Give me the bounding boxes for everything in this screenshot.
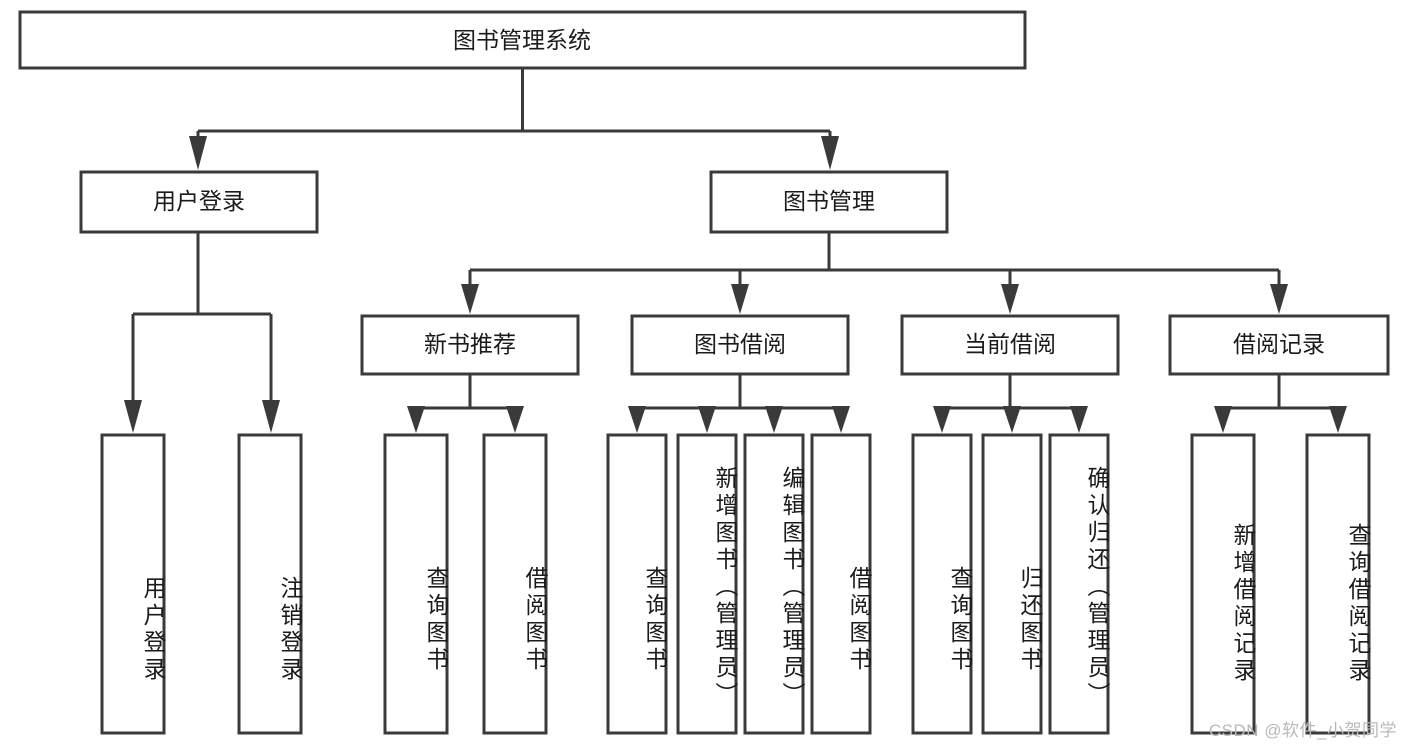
node-book-manage[interactable]: 图书管理 bbox=[709, 170, 949, 234]
arrow-head-leaf-query-book-3 bbox=[933, 406, 951, 433]
node-book-manage-rect[interactable] bbox=[709, 170, 949, 234]
node-book-borrow[interactable]: 图书借阅 bbox=[630, 314, 850, 376]
node-book-borrow-label: 图书借阅 bbox=[694, 331, 786, 357]
node-current-borrow[interactable]: 当前借阅 bbox=[900, 314, 1120, 376]
node-leaf-confirm-return-rect[interactable] bbox=[1048, 433, 1110, 735]
node-book-manage-label: 图书管理 bbox=[783, 188, 875, 214]
node-borrow-record-rect[interactable] bbox=[1168, 314, 1390, 376]
arrow-head-leaf-query-book-2 bbox=[628, 406, 646, 433]
arrow-head-leaf-query-record bbox=[1329, 406, 1347, 433]
arrow-head-leaf-add-record bbox=[1214, 406, 1232, 433]
node-leaf-add-record-rect[interactable] bbox=[1190, 433, 1256, 735]
node-new-book-recommend[interactable]: 新书推荐 bbox=[360, 314, 580, 376]
node-root-rect[interactable] bbox=[18, 10, 1027, 70]
node-leaf-logout-rect[interactable] bbox=[237, 433, 303, 735]
arrow-head-leaf-logout bbox=[262, 400, 280, 433]
node-leaf-query-book-3-rect[interactable] bbox=[911, 433, 973, 735]
node-leaf-add-book-rect[interactable] bbox=[676, 433, 738, 735]
node-book-borrow-rect[interactable] bbox=[630, 314, 850, 376]
node-new-book-recommend-rect[interactable] bbox=[360, 314, 580, 376]
node-leaf-edit-book-rect[interactable] bbox=[743, 433, 805, 735]
node-leaf-query-book-1-rect[interactable] bbox=[383, 433, 449, 735]
connector-group bbox=[124, 68, 1347, 433]
node-leaf-query-record-rect[interactable] bbox=[1305, 433, 1371, 735]
node-leaf-borrow-book-1-rect[interactable] bbox=[482, 433, 548, 735]
arrow-head-leaf-borrow-book-2 bbox=[832, 406, 850, 433]
csdn-watermark: CSDN @软件_小贺同学 bbox=[1208, 721, 1397, 740]
arrow-head-new-book bbox=[461, 284, 479, 314]
arrow-head-leaf-return-book bbox=[1003, 406, 1021, 433]
arrow-head-current-borrow bbox=[1001, 284, 1019, 314]
node-leaf-borrow-book-2-rect[interactable] bbox=[810, 433, 872, 735]
node-leaf-query-book-2-rect[interactable] bbox=[606, 433, 668, 735]
node-new-book-recommend-label: 新书推荐 bbox=[424, 331, 516, 357]
node-user-login[interactable]: 用户登录 bbox=[79, 170, 319, 234]
arrow-head-leaf-borrow-book-1 bbox=[506, 406, 524, 433]
arrow-head-leaf-query-book-1 bbox=[407, 406, 425, 433]
node-leaf-return-book-rect[interactable] bbox=[981, 433, 1043, 735]
arrow-head-leaf-user-login bbox=[124, 400, 142, 433]
node-current-borrow-label: 当前借阅 bbox=[964, 331, 1056, 357]
arrow-head-user-login bbox=[189, 136, 207, 170]
arrow-head-book-manage bbox=[821, 136, 839, 170]
node-user-login-label: 用户登录 bbox=[153, 188, 245, 214]
node-borrow-record-label: 借阅记录 bbox=[1233, 331, 1325, 357]
node-root[interactable]: 图书管理系统 bbox=[18, 10, 1027, 70]
arrow-head-leaf-add-book bbox=[698, 406, 716, 433]
arrow-head-book-borrow bbox=[731, 284, 749, 314]
arrow-head-leaf-edit-book bbox=[765, 406, 783, 433]
arrow-head-leaf-confirm-return bbox=[1070, 406, 1088, 433]
node-group: 图书管理系统 用户登录 图书管理 新书推荐 图书借阅 当前 bbox=[18, 10, 1390, 735]
node-borrow-record[interactable]: 借阅记录 bbox=[1168, 314, 1390, 376]
node-root-label: 图书管理系统 bbox=[453, 27, 591, 53]
node-leaf-user-login-rect[interactable] bbox=[100, 433, 166, 735]
node-current-borrow-rect[interactable] bbox=[900, 314, 1120, 376]
node-user-login-rect[interactable] bbox=[79, 170, 319, 234]
arrow-head-borrow-record bbox=[1270, 284, 1288, 314]
